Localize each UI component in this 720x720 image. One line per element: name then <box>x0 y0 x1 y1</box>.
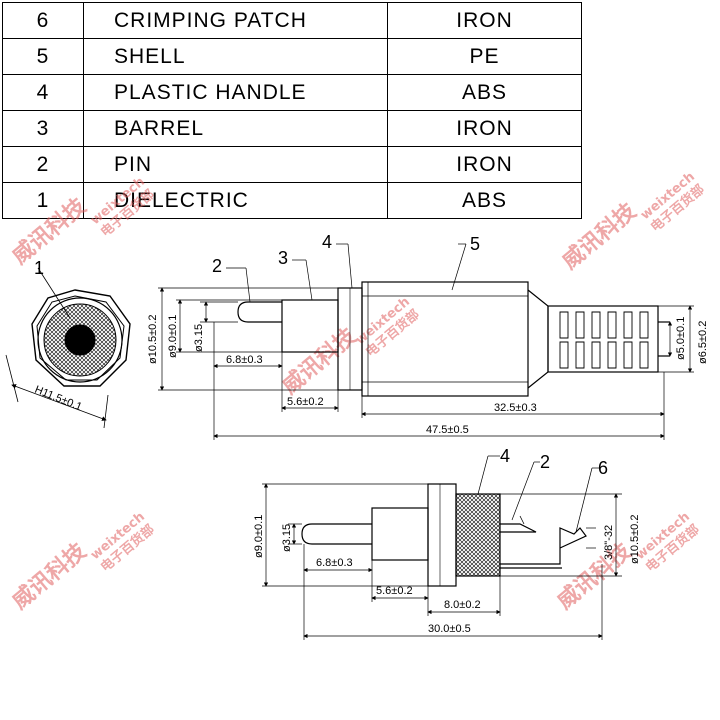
watermark: 威讯科技 <box>557 197 642 274</box>
part-number: 2 <box>2 146 84 183</box>
dim-d9-0-section: ø9.0±0.1 <box>253 515 265 558</box>
dim-l6-8: 6.8±0.3 <box>226 354 263 366</box>
dim-d6-5: ø6.5±0.2 <box>697 321 709 364</box>
dim-d10-5: ø10.5±0.2 <box>147 315 159 364</box>
watermark-chinese: 威讯科技 <box>7 192 92 269</box>
part-material: IRON <box>387 2 582 39</box>
part-name: DIELECTRIC <box>83 182 388 219</box>
callout-3: 3 <box>278 248 288 268</box>
watermark: 威讯科技 <box>7 537 92 614</box>
watermark: 威讯科技 <box>7 192 92 269</box>
watermark: 威讯科技 <box>277 322 362 399</box>
dim-l6-8-section: 6.8±0.3 <box>316 557 353 569</box>
watermark-chinese: 威讯科技 <box>557 197 642 274</box>
dim-d5-0: ø5.0±0.1 <box>675 317 687 360</box>
side-view-dimensions <box>158 243 694 440</box>
part-name: BARREL <box>83 110 388 147</box>
watermark-chinese: 威讯科技 <box>7 537 92 614</box>
dim-d3-15: ø3.15 <box>193 324 205 352</box>
part-number: 4 <box>2 74 84 111</box>
watermark: weixtech 电子百货部 <box>88 509 158 575</box>
table-row: 5 SHELL PE <box>2 38 582 75</box>
table-row: 1 DIELECTRIC ABS <box>2 182 582 219</box>
callout-6: 6 <box>598 458 608 478</box>
dim-d9-0: ø9.0±0.1 <box>167 315 179 358</box>
dim-l5-6: 5.6±0.2 <box>287 396 324 408</box>
dim-d10-5-section: ø10.5±0.2 <box>629 515 641 564</box>
dim-l32-5: 32.5±0.3 <box>494 402 537 414</box>
callout-4-section: 4 <box>500 446 510 466</box>
watermark-chinese: 威讯科技 <box>277 322 362 399</box>
table-row: 3 BARREL IRON <box>2 110 582 147</box>
section-view <box>301 483 587 587</box>
table-row: 2 PIN IRON <box>2 146 582 183</box>
table-row: 6 CRIMPING PATCH IRON <box>2 2 582 39</box>
section-view-dimensions <box>262 455 622 640</box>
callout-2: 2 <box>212 256 222 276</box>
part-material: IRON <box>387 146 582 183</box>
part-material: PE <box>387 38 582 75</box>
watermark: weixtech 电子百货部 <box>353 294 423 360</box>
callout-1: 1 <box>34 258 44 278</box>
part-material: IRON <box>387 110 582 147</box>
callout-2-section: 2 <box>540 452 550 472</box>
callout-5: 5 <box>470 234 480 254</box>
dim-l47-5: 47.5±0.5 <box>426 424 469 436</box>
callout-4: 4 <box>322 232 332 252</box>
dim-d3-15-section: ø3.15 <box>281 524 293 552</box>
dim-hex: H11.5±0.1 <box>33 384 84 414</box>
side-view <box>237 281 670 397</box>
dim-l5-6-section: 5.6±0.2 <box>376 585 413 597</box>
watermark: weixtech 电子百货部 <box>633 509 703 575</box>
watermark: weixtech 电子百货部 <box>88 174 158 240</box>
dim-thread: 3/8"-32 <box>603 525 615 560</box>
end-view <box>5 267 131 429</box>
part-name: SHELL <box>83 38 388 75</box>
part-material: ABS <box>387 182 582 219</box>
watermark: weixtech 电子百货部 <box>638 169 708 235</box>
dim-l8-0: 8.0±0.2 <box>444 599 481 611</box>
parts-table: 6 CRIMPING PATCH IRON 5 SHELL PE 4 PLAST… <box>2 2 582 219</box>
part-number: 1 <box>2 182 84 219</box>
dim-l30-0: 30.0±0.5 <box>428 623 471 635</box>
